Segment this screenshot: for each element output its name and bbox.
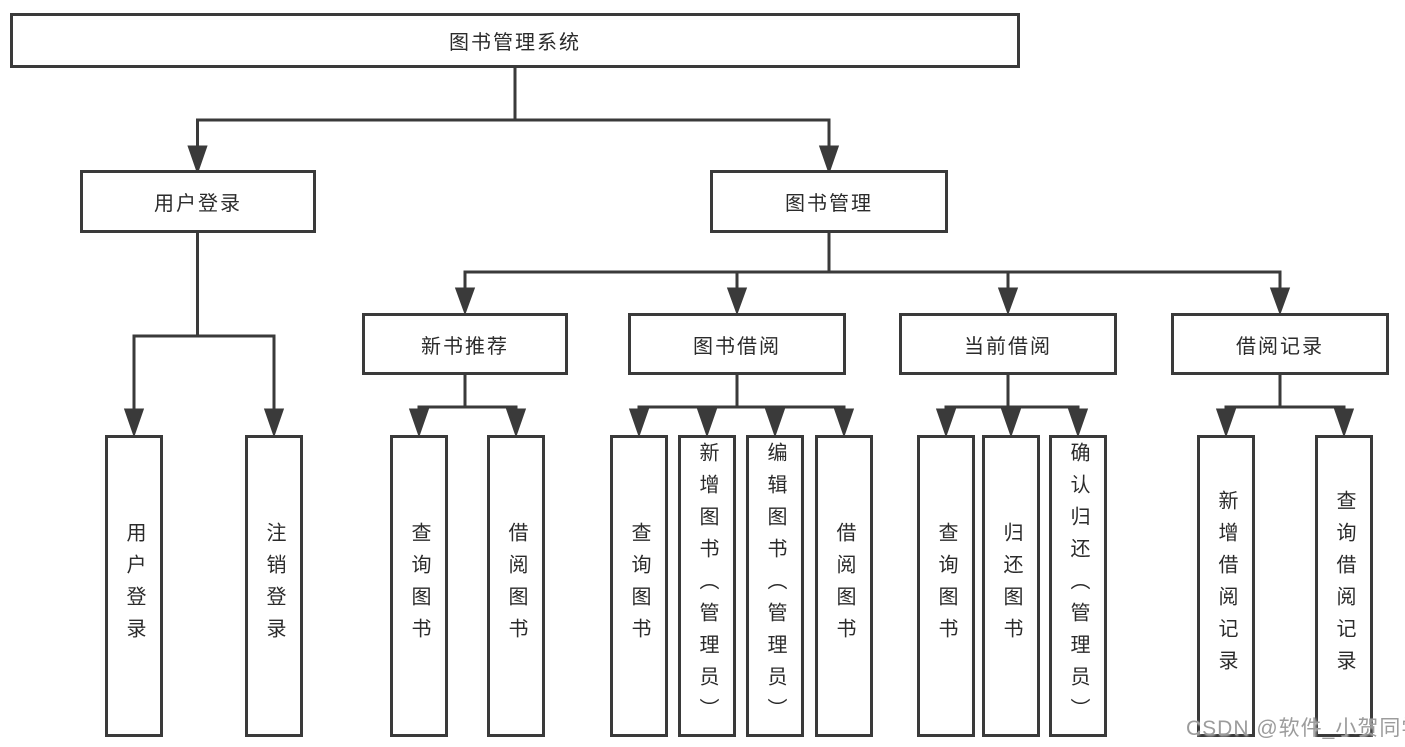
node-leaf-query-borrow-record: 查询借阅记录 [1315, 435, 1373, 737]
node-current-borrow: 当前借阅 [899, 313, 1117, 375]
node-leaf-borrow-books-recommend: 借阅图书 [487, 435, 545, 737]
node-new-book-recommend: 新书推荐 [362, 313, 568, 375]
node-leaf-user-login: 用户登录 [105, 435, 163, 737]
node-leaf-query-books-recommend: 查询图书 [390, 435, 448, 737]
node-leaf-borrow-books: 借阅图书 [815, 435, 873, 737]
node-leaf-add-borrow-record: 新增借阅记录 [1197, 435, 1255, 737]
csdn-watermark: CSDN @软件_小贺同学 [1186, 717, 1405, 740]
node-leaf-edit-books-admin: 编辑图书（管理员） [746, 435, 804, 737]
node-book-management: 图书管理 [710, 170, 948, 233]
node-leaf-logout: 注销登录 [245, 435, 303, 737]
node-book-borrow: 图书借阅 [628, 313, 846, 375]
node-leaf-confirm-return-admin: 确认归还（管理员） [1049, 435, 1107, 737]
node-leaf-add-books-admin: 新增图书（管理员） [678, 435, 736, 737]
node-leaf-query-books-current: 查询图书 [917, 435, 975, 737]
node-leaf-return-books: 归还图书 [982, 435, 1040, 737]
node-leaf-query-books-borrow: 查询图书 [610, 435, 668, 737]
node-root: 图书管理系统 [10, 13, 1020, 68]
node-borrow-records: 借阅记录 [1171, 313, 1389, 375]
node-user-login: 用户登录 [80, 170, 316, 233]
